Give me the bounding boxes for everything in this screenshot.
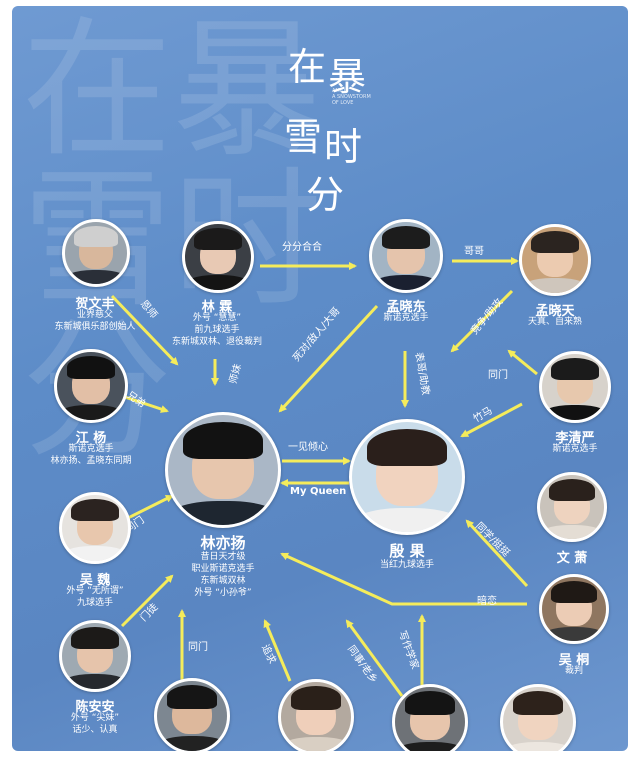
desc-line: 外号 “尖妹”: [70, 713, 120, 723]
desc-he-wenfeng: 业界慈父 东新城俱乐部创始人: [30, 309, 160, 333]
desc-meng-xiaotian: 天真、自来熟: [510, 316, 600, 328]
desc-line: 斯诺克选手: [552, 444, 598, 454]
desc-line: 东新城双林: [200, 576, 246, 586]
relation-label: 一见倾心: [288, 442, 328, 453]
avatar-he-wenfeng: [62, 219, 130, 287]
subtitle-line-2: A SNOWSTORM: [332, 94, 371, 100]
desc-line: 九球选手: [76, 598, 113, 608]
name-wu-wei: 吴 魏: [79, 573, 111, 588]
avatar-bottom-2: [278, 679, 354, 751]
avatar-meng-xiaotian: [519, 224, 591, 296]
arrow-meng-to-lin: [278, 304, 379, 413]
relation-label: 同门: [188, 642, 208, 653]
relation-label: My Queen: [290, 486, 347, 497]
avatar-yin-guo: [349, 419, 465, 535]
show-title: 在 暴 雪 时 分 AMID A SNOWSTORM OF LOVE: [284, 36, 384, 217]
avatar-meng-xiaodong: [369, 219, 443, 293]
desc-line: 外号 “慧慧”: [192, 313, 242, 323]
name-he-wenfeng: 贺文丰: [75, 297, 115, 312]
desc-li-qingyan: 斯诺克选手: [530, 443, 620, 455]
name-wen-xiao: 文 萧: [556, 551, 588, 566]
name-li-qingyan: 李清严: [555, 431, 595, 446]
arrow-li-to-yin: [460, 402, 523, 438]
desc-meng-xiaodong: 斯诺克选手: [361, 312, 451, 324]
desc-line: 裁判: [564, 666, 583, 676]
desc-line: 前九球选手: [194, 325, 240, 335]
title-char-4: 时: [324, 125, 363, 169]
desc-lin-yiyang: 昔日天才级 职业斯诺克选手 东新城双林 外号 “小孙爷”: [158, 551, 288, 599]
name-lin-yiyang: 林亦扬: [200, 534, 246, 552]
desc-line: 斯诺克选手: [383, 313, 429, 323]
desc-line: 职业斯诺克选手: [191, 564, 255, 574]
desc-wu-wei: 外号 “无所谓” 九球选手: [30, 585, 160, 609]
name-meng-xiaotian: 孟晓天: [535, 304, 575, 319]
arrow-bottom3-to-lin: [345, 619, 404, 697]
desc-line: 天真、自来熟: [527, 317, 582, 327]
avatar-wen-xiao: [537, 472, 607, 542]
desc-line: 外号 “小孙爷”: [194, 588, 252, 598]
name-yin-guo: 殷 果: [389, 542, 425, 560]
arrow-mengtian-to-meng: [450, 289, 514, 353]
arrow-bottom2-to-lin: [263, 619, 292, 682]
arrow-wutong-to-yin: [465, 519, 529, 588]
desc-line: 当红九球选手: [379, 560, 434, 570]
avatar-chen-anan: [59, 620, 131, 692]
desc-line: 东新城俱乐部创始人: [54, 322, 136, 332]
arrow-jiang-to-lin: [121, 394, 169, 413]
relation-label: 同门: [488, 370, 508, 381]
avatar-li-qingyan: [539, 351, 611, 423]
title-subtitle: AMID A SNOWSTORM OF LOVE: [332, 88, 371, 106]
desc-line: 斯诺克选手: [68, 444, 114, 454]
relation-label: 哥哥: [464, 246, 484, 257]
name-wu-tong: 吴 桐: [558, 653, 590, 668]
avatar-bottom-1: [154, 678, 230, 751]
relation-label: 暗恋: [477, 596, 497, 607]
avatar-bottom-4: [500, 684, 576, 751]
title-char-3: 雪: [284, 115, 323, 159]
desc-line: 外号 “无所谓”: [66, 586, 124, 596]
desc-line: 林亦扬、孟晓东同期: [50, 456, 132, 466]
avatar-wu-wei: [59, 492, 131, 564]
arrow-li-to-mengtian: [507, 349, 538, 376]
arrow-he-to-lin: [110, 294, 179, 366]
desc-chen-anan: 外号 “尖妹” 话少、认真: [30, 712, 160, 736]
avatar-jiang-yang: [54, 349, 128, 423]
arrow-chen-to-lin: [120, 574, 174, 628]
avatar-lin-lin: [182, 221, 254, 293]
subtitle-line-1: AMID: [332, 88, 346, 94]
title-char-1: 在: [288, 45, 327, 89]
desc-wu-tong: 裁判: [529, 665, 619, 677]
relation-arrows: [110, 257, 538, 697]
desc-line: 昔日天才级: [200, 552, 246, 562]
avatar-lin-yiyang: [165, 412, 281, 528]
title-char-2: 暴: [328, 55, 367, 99]
relation-label: 分分合合: [282, 242, 322, 253]
desc-line: 东新城双林、退役裁判: [171, 337, 262, 347]
desc-line: 业界慈父: [76, 310, 113, 320]
desc-jiang-yang: 斯诺克选手 林亦扬、孟晓东同期: [26, 443, 156, 467]
desc-yin-guo: 当红九球选手: [362, 559, 452, 571]
title-char-5: 分: [306, 173, 345, 217]
name-jiang-yang: 江 杨: [75, 431, 107, 446]
name-chen-anan: 陈安安: [75, 700, 115, 715]
desc-lin-lin: 外号 “慧慧” 前九球选手 东新城双林、退役裁判: [152, 312, 282, 348]
subtitle-line-3: OF LOVE: [332, 100, 354, 106]
desc-line: 话少、认真: [72, 725, 118, 735]
name-lin-lin: 林 霖: [201, 300, 233, 315]
arrow-wutong-to-lin: [280, 552, 527, 606]
name-meng-xiaodong: 孟晓东: [386, 300, 426, 315]
avatar-wu-tong: [539, 574, 609, 644]
avatar-bottom-3: [392, 684, 468, 751]
